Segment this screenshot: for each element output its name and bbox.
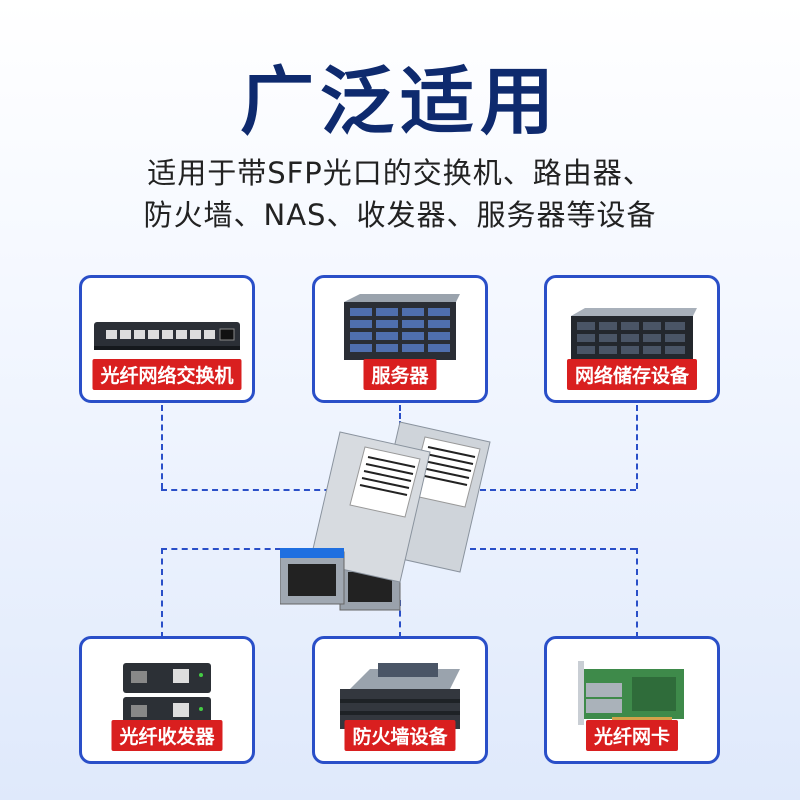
card-label: 服务器 — [363, 359, 437, 390]
connector-line — [161, 489, 361, 491]
card-fiber-switch: 光纤网络交换机 — [79, 275, 255, 403]
subtitle-line-1: 适用于带SFP光口的交换机、路由器、 — [147, 156, 653, 190]
connector-line — [636, 548, 638, 638]
page-title: 广泛适用 — [240, 59, 560, 145]
connector-line — [470, 489, 636, 491]
subtitle-line-2: 防火墙、NAS、收发器、服务器等设备 — [143, 198, 657, 232]
card-label: 光纤网卡 — [585, 720, 679, 751]
connector-line — [161, 548, 163, 638]
card-label: 光纤收发器 — [111, 720, 223, 751]
card-label: 防火墙设备 — [344, 720, 456, 751]
fiber-transceiver-image — [123, 663, 211, 727]
fiber-switch-image — [94, 322, 240, 350]
connector-line — [399, 405, 401, 435]
connector-line — [636, 405, 638, 489]
card-label: 网络储存设备 — [566, 359, 698, 390]
card-label: 光纤网络交换机 — [92, 359, 242, 390]
connector-line — [161, 405, 163, 489]
card-firewall: 防火墙设备 — [312, 636, 488, 764]
card-fiber-nic: 光纤网卡 — [544, 636, 720, 764]
network-storage-image — [571, 308, 697, 360]
card-fiber-transceiver: 光纤收发器 — [79, 636, 255, 764]
server-image — [344, 294, 460, 360]
connector-line — [470, 548, 636, 550]
sfp-modules-image — [280, 421, 491, 611]
card-server: 服务器 — [312, 275, 488, 403]
connector-line — [161, 548, 281, 550]
connector-line — [399, 600, 401, 638]
fiber-nic-image — [578, 661, 684, 725]
card-network-storage: 网络储存设备 — [544, 275, 720, 403]
